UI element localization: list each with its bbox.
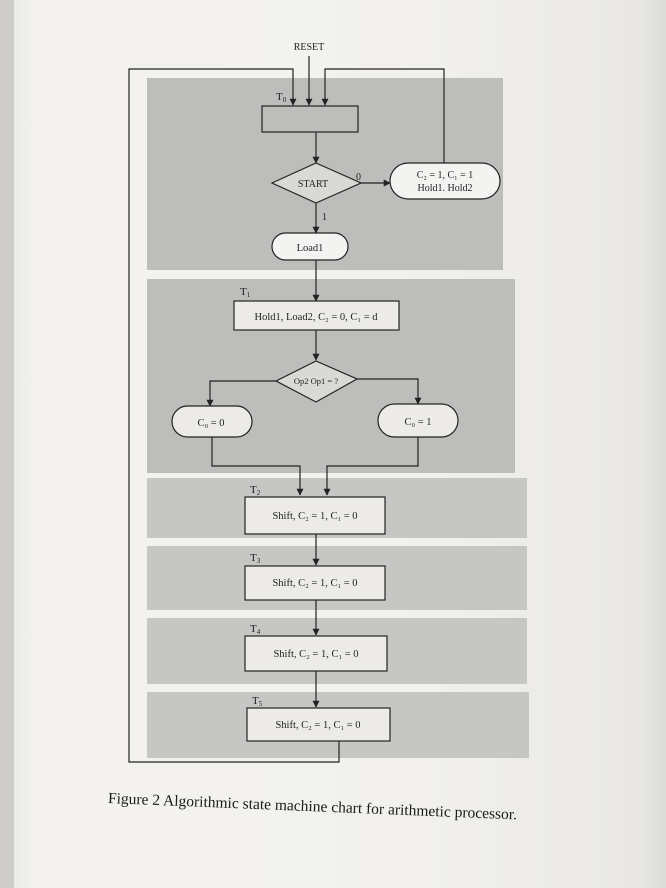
- t4-state-actions: Shift, C₂ = 1, C₁ = 0: [273, 649, 358, 660]
- branch-label-zero: 0: [356, 172, 361, 183]
- idle-output-line2: Hold1. Hold2: [418, 183, 473, 194]
- state-label-t5: T5: [252, 695, 263, 708]
- state-label-t1: T1: [240, 286, 251, 299]
- reset-label: RESET: [294, 42, 325, 53]
- t0-state-box: [261, 105, 359, 133]
- op-left-branch: [206, 380, 276, 407]
- c0-zero-to-t2: [211, 437, 304, 496]
- state-label-t2: T2: [250, 484, 261, 497]
- state-label-t3: T3: [250, 552, 261, 565]
- t2-state-box: [244, 496, 386, 535]
- t1-state-actions: Hold1, Load2, C₂ = 0, C₁ = d: [255, 312, 379, 323]
- c0-zero-label: C₀ = 0: [197, 418, 224, 429]
- c0-one-label: C₀ = 1: [404, 417, 431, 428]
- idle-output-oval: [389, 162, 501, 200]
- t1-state-box: [233, 300, 400, 331]
- load1-output-oval: [271, 232, 349, 261]
- state-label-t0: T0: [276, 91, 287, 104]
- t4-state-box: [244, 635, 388, 672]
- t5-return-loop: [128, 68, 340, 763]
- t3-state-box: [244, 565, 386, 601]
- op-right-branch: [357, 378, 422, 405]
- c0-one-to-t2: [323, 437, 419, 496]
- idle-return-loop: [321, 68, 445, 163]
- op-decision-label: Op2 Op1 = ?: [294, 376, 338, 386]
- start-decision-label: START: [298, 179, 328, 190]
- idle-output-line1: C₂ = 1, C₁ = 1: [417, 170, 474, 181]
- t3-state-actions: Shift, C₂ = 1, C₁ = 0: [272, 578, 357, 589]
- load1-output-label: Load1: [297, 243, 324, 254]
- branch-label-one: 1: [322, 212, 327, 223]
- state-label-t4: T4: [250, 623, 261, 636]
- connectors: [128, 56, 445, 763]
- op-decision-diamond: [274, 360, 359, 403]
- page-binding-edge: [0, 0, 14, 888]
- start-decision-diamond: [270, 162, 363, 204]
- t5-state-actions: Shift, C₂ = 1, C₁ = 0: [275, 720, 360, 731]
- c0-zero-oval: [171, 405, 253, 438]
- t5-state-box: [246, 707, 391, 742]
- t2-state-actions: Shift, C₂ = 1, C₁ = 0: [272, 511, 357, 522]
- c0-one-oval: [377, 403, 459, 438]
